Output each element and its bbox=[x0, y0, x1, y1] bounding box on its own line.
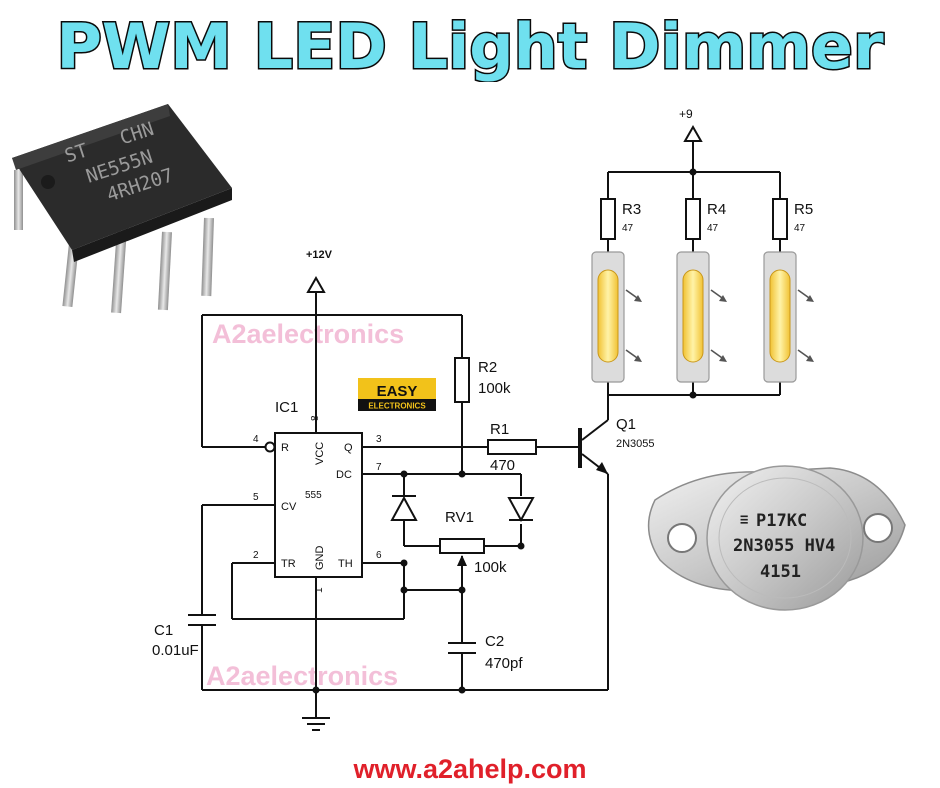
supply-12v-label: +12V bbox=[306, 249, 333, 261]
svg-text:TR: TR bbox=[281, 558, 296, 570]
capacitor-c1 bbox=[188, 614, 216, 626]
transistor-marking-1: P17KC bbox=[756, 511, 807, 531]
website-url[interactable]: www.a2ahelp.com bbox=[353, 754, 587, 784]
svg-text:R5: R5 bbox=[794, 201, 813, 218]
capacitor-c2 bbox=[448, 642, 476, 654]
svg-text:4: 4 bbox=[253, 434, 259, 445]
ground-icon bbox=[302, 717, 330, 731]
resistor-r3 bbox=[600, 198, 616, 240]
svg-text:Q1: Q1 bbox=[616, 416, 636, 433]
reset-inversion-bubble bbox=[264, 441, 276, 453]
svg-text:6: 6 bbox=[376, 550, 382, 561]
supply-12v-arrow-icon bbox=[306, 275, 326, 293]
transistor-marking-2: 2N3055 HV4 bbox=[733, 536, 835, 556]
wiper-arrow-icon bbox=[457, 555, 467, 566]
ne555-chip-photo: ST CHN NE555N 4RH207 bbox=[12, 104, 232, 314]
easy-electronics-logo: EASY ELECTRONICS bbox=[358, 378, 436, 411]
resistor-r4 bbox=[685, 198, 701, 240]
resistor-r5 bbox=[772, 198, 788, 240]
svg-text:47: 47 bbox=[794, 223, 806, 234]
2n3055-transistor-photo: ≡ P17KC 2N3055 HV4 4151 bbox=[647, 465, 906, 611]
svg-text:R3: R3 bbox=[622, 201, 641, 218]
svg-text:R4: R4 bbox=[707, 201, 726, 218]
transistor-marking-3: 4151 bbox=[760, 562, 801, 582]
junction-dots bbox=[312, 168, 697, 694]
resistor-r1 bbox=[487, 439, 537, 455]
resistor-r2 bbox=[454, 357, 470, 403]
svg-text:470pf: 470pf bbox=[485, 655, 523, 672]
svg-text:TH: TH bbox=[338, 558, 353, 570]
svg-text:100k: 100k bbox=[474, 559, 507, 576]
svg-text:R2: R2 bbox=[478, 359, 497, 376]
ic-ref-label: IC1 bbox=[275, 399, 298, 416]
svg-text:DC: DC bbox=[336, 469, 352, 481]
svg-text:470: 470 bbox=[490, 457, 515, 474]
svg-text:CV: CV bbox=[281, 501, 297, 513]
svg-text:VCC: VCC bbox=[314, 442, 326, 465]
svg-text:GND: GND bbox=[314, 546, 326, 571]
diode-left bbox=[390, 495, 418, 524]
svg-text:Q: Q bbox=[344, 442, 353, 454]
circuit-wires bbox=[201, 141, 781, 718]
svg-text:8: 8 bbox=[310, 415, 321, 421]
svg-text:R1: R1 bbox=[490, 421, 509, 438]
ic-555-body bbox=[274, 432, 363, 578]
svg-text:R: R bbox=[281, 442, 289, 454]
svg-text:47: 47 bbox=[707, 223, 719, 234]
svg-text:ELECTRONICS: ELECTRONICS bbox=[368, 402, 426, 411]
watermark-bottom: A2aelectronics bbox=[206, 661, 398, 691]
svg-text:2N3055: 2N3055 bbox=[616, 438, 655, 450]
led-module-3 bbox=[763, 251, 814, 383]
svg-text:5: 5 bbox=[253, 492, 259, 503]
supply-9v-label: +9 bbox=[679, 107, 693, 121]
svg-text:7: 7 bbox=[376, 462, 382, 473]
svg-text:1: 1 bbox=[314, 587, 325, 593]
page-title: PWM LED Light Dimmer bbox=[56, 10, 883, 82]
svg-text:2: 2 bbox=[253, 550, 259, 561]
watermark-top: A2aelectronics bbox=[212, 319, 404, 349]
svg-text:100k: 100k bbox=[478, 380, 511, 397]
led-module-2 bbox=[676, 251, 727, 383]
title-banner: PWM LED Light Dimmer bbox=[55, 9, 885, 83]
diode-right bbox=[507, 497, 535, 523]
potentiometer-rv1 bbox=[439, 538, 485, 554]
svg-text:47: 47 bbox=[622, 223, 634, 234]
ic-part-label: 555 bbox=[305, 490, 322, 501]
svg-text:RV1: RV1 bbox=[445, 509, 474, 526]
svg-text:0.01uF: 0.01uF bbox=[152, 642, 199, 659]
svg-text:C1: C1 bbox=[154, 622, 173, 639]
svg-text:≡: ≡ bbox=[740, 512, 748, 528]
emitter-arrow-icon bbox=[596, 462, 608, 474]
led-module-1 bbox=[591, 251, 642, 383]
svg-text:EASY: EASY bbox=[377, 383, 418, 400]
supply-9v-arrow-icon bbox=[683, 124, 703, 142]
supply-arrows bbox=[306, 124, 703, 300]
svg-text:C2: C2 bbox=[485, 633, 504, 650]
svg-text:3: 3 bbox=[376, 434, 382, 445]
